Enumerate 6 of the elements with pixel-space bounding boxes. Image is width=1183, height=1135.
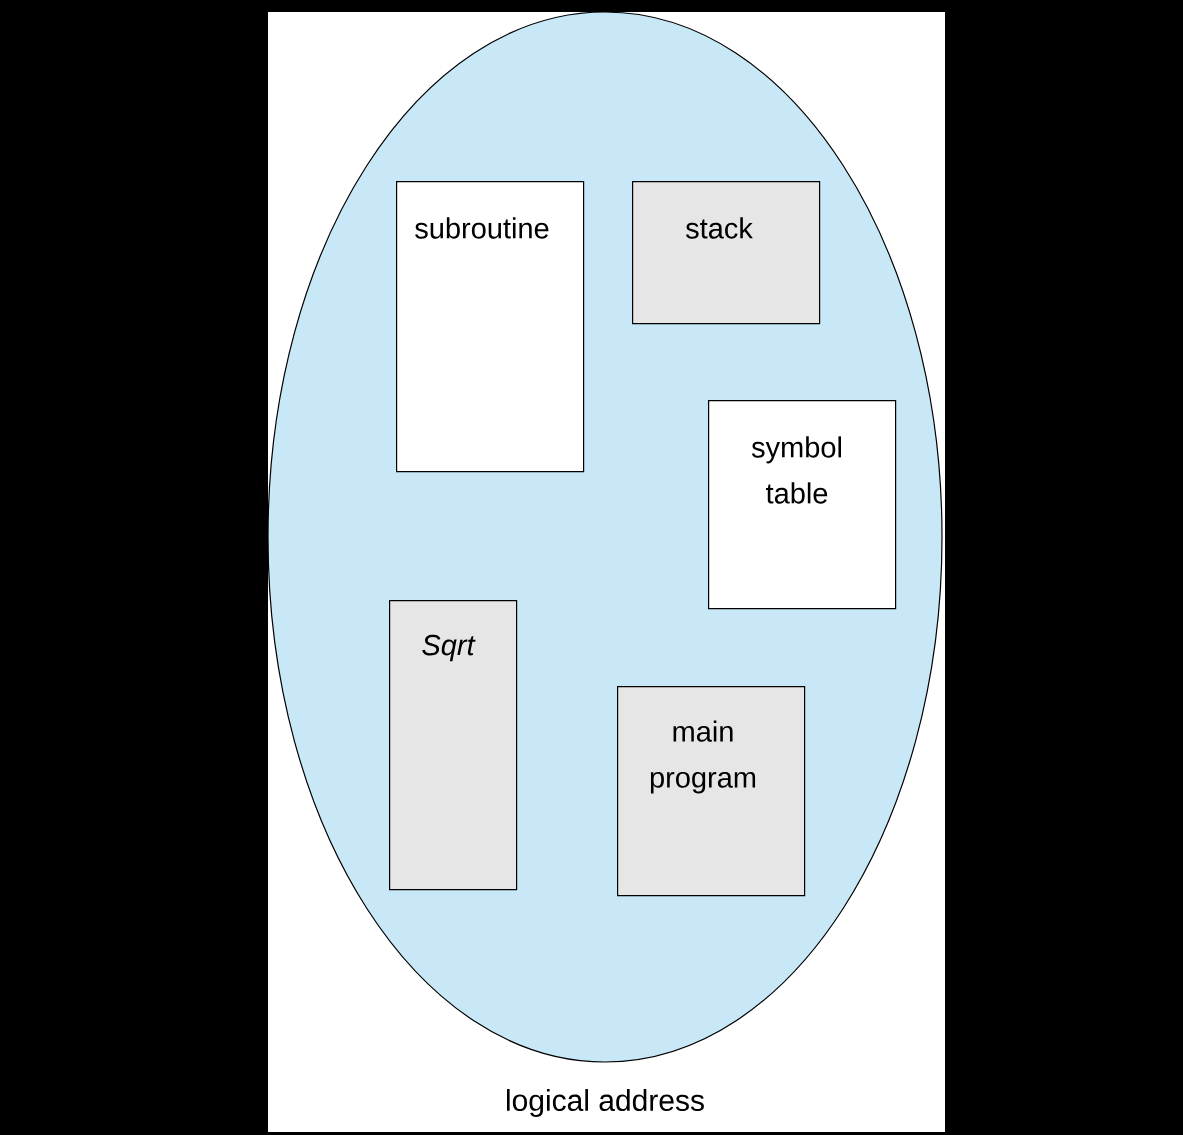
segment-box: main program [617,686,806,897]
node-label: logical address [506,1089,704,1117]
segment-box: subroutine [396,181,585,473]
segment-box: stack [632,181,821,325]
segment-box: Sqrt [389,600,518,891]
segment-box: symbol table [708,400,897,610]
